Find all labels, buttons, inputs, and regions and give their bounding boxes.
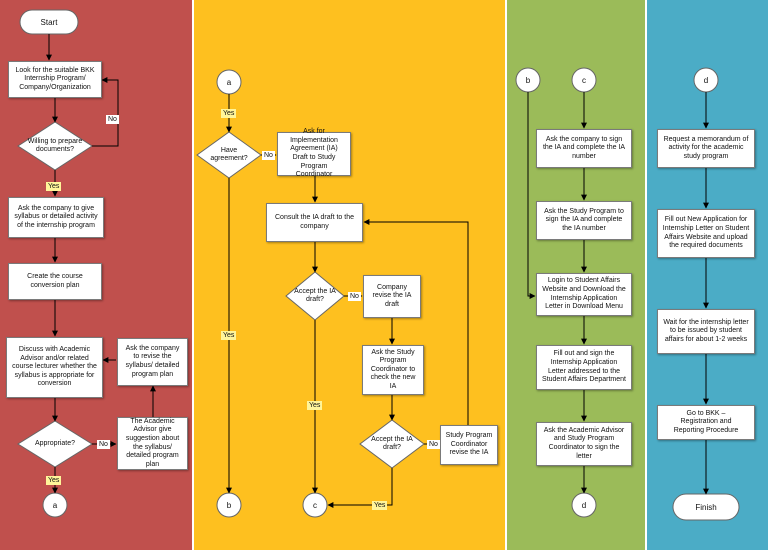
edge-label-yes-agreement: Yes — [221, 331, 237, 340]
fill-sign-letter-box: Fill out and sign the Internship Applica… — [536, 345, 632, 390]
go-bkk-box: Go to BKK – Registration and Reporting P… — [657, 405, 755, 440]
edge-label-no-agreement: No — [262, 151, 275, 160]
revise-syllabus-box: Ask the company to revise the syllabus/ … — [117, 338, 188, 386]
connector-a-end-label: a — [52, 500, 58, 510]
wait-letter-box: Wait for the internship letter to be iss… — [657, 309, 755, 354]
advisor-suggestion-box: The Academic Advisor give suggestion abo… — [117, 417, 188, 470]
accept-ia-1-label: Accept the IA draft? — [294, 287, 336, 303]
edge-label-no-accept-2: No — [427, 440, 440, 449]
coordinator-revise-box: Study Program Coordinator revise the IA — [440, 425, 498, 465]
ask-coordinator-box: Ask the Study Program Coordinator to che… — [362, 345, 424, 395]
create-conversion-box: Create the course conversion plan — [8, 263, 102, 300]
login-student-box: Login to Student Affairs Website and Dow… — [536, 273, 632, 316]
edge-label-yes-willing: Yes — [46, 182, 62, 191]
connector-a-start-label: a — [226, 77, 232, 87]
connector-b-end-label: b — [226, 500, 232, 510]
edge-label-no-willing: No — [106, 115, 119, 124]
company-revise-box: Company revise the IA draft — [363, 275, 421, 318]
fill-new-app-box: Fill out New Application for Internship … — [657, 209, 755, 258]
appropriate-label: Appropriate? — [34, 439, 76, 447]
start-label: Start — [40, 17, 58, 27]
connector-c-end-label: c — [313, 500, 317, 510]
finish-label: Finish — [695, 502, 717, 512]
request-memo-box: Request a memorandum of activity for the… — [657, 129, 755, 168]
discuss-advisor-box: Discuss with Academic Advisor and/or rel… — [6, 337, 103, 398]
accept-ia-2-label: Accept the IA draft? — [371, 435, 413, 451]
connector-b-start-label: b — [525, 75, 531, 85]
advisor-sign-letter-box: Ask the Academic Advisor and Study Progr… — [536, 422, 632, 466]
consult-ia-box: Consult the IA draft to the company — [266, 203, 363, 242]
edge-label-yes-accept-1: Yes — [307, 401, 323, 410]
ask-ia-box: Ask for Implementation Agreement (IA) Dr… — [277, 128, 351, 178]
connector-d-end-label: d — [581, 500, 587, 510]
connector-d-start-label: d — [703, 75, 709, 85]
have-agreement-label: Have agreement? — [210, 146, 248, 162]
ask-syllabus-box: Ask the company to give syllabus or deta… — [8, 197, 104, 238]
edge-label-yes-a: Yes — [221, 109, 237, 118]
program-sign-box: Ask the Study Program to sign the IA and… — [536, 201, 632, 240]
look-bkk-box: Look for the suitable BKK Internship Pro… — [8, 61, 102, 98]
connector-c-start-label: c — [582, 75, 586, 85]
edge-label-yes-accept-2: Yes — [372, 501, 388, 510]
edge-label-no-appropriate: No — [97, 440, 110, 449]
willing-label: Willing to prepare documents? — [27, 137, 83, 153]
edge-label-no-accept-1: No — [348, 292, 361, 301]
sign-ia-box: Ask the company to sign the IA and compl… — [536, 129, 632, 168]
edge-label-yes-appropriate: Yes — [46, 476, 62, 485]
